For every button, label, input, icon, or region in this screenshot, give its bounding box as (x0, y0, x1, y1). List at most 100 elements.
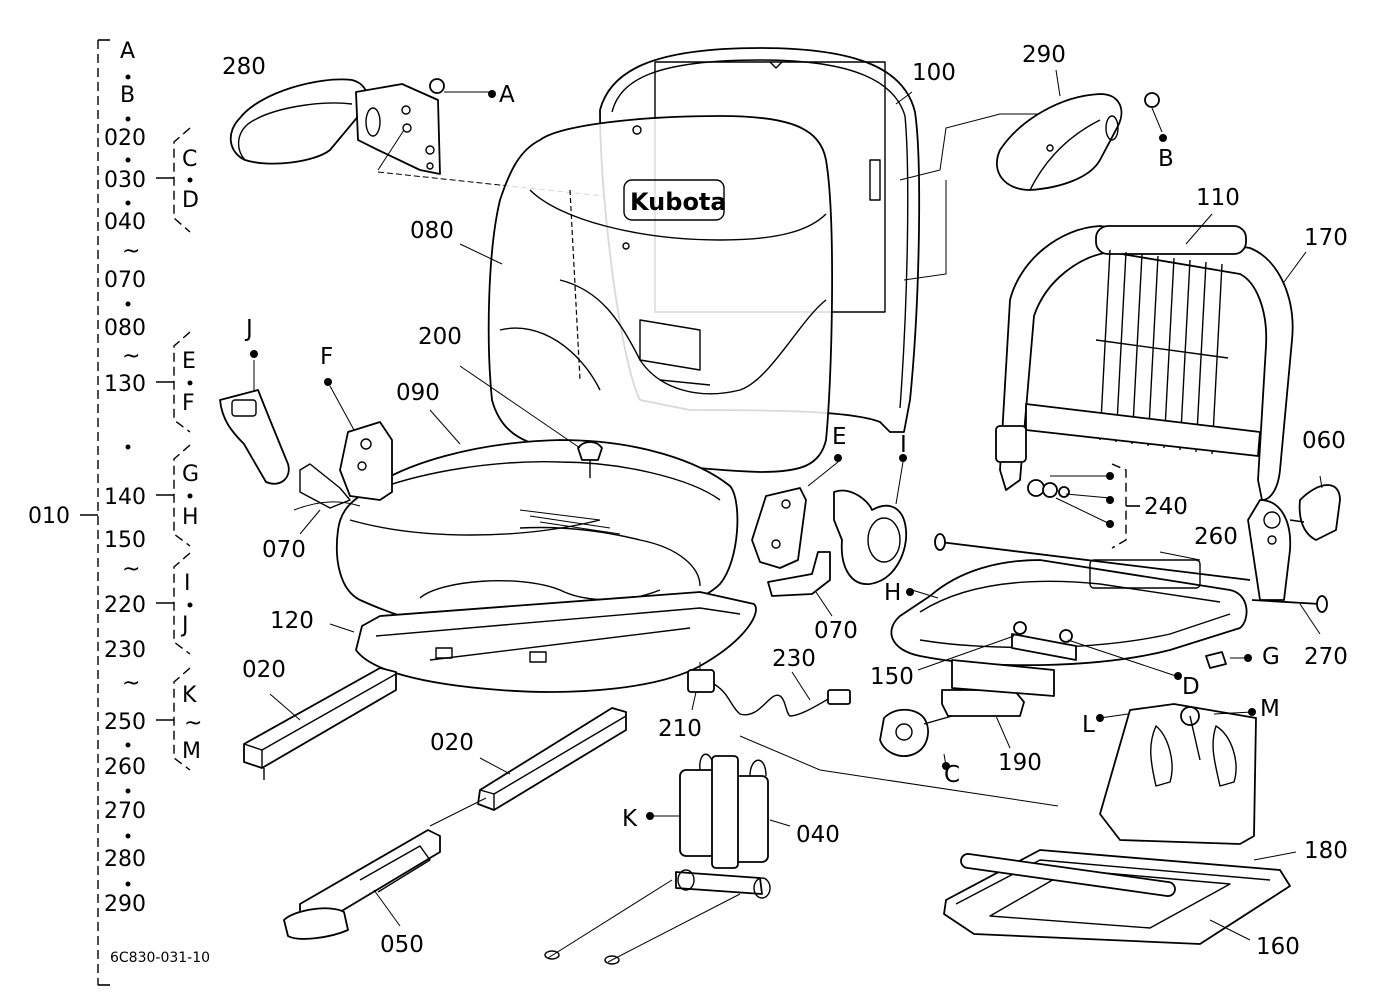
callout-040: 040 (796, 822, 840, 848)
callout-110: 110 (1196, 185, 1240, 211)
backrest-cushion: Kubota (487, 115, 833, 473)
index-item-280: 280 (104, 847, 146, 872)
svg-text:E: E (182, 349, 196, 374)
index-item-040: 040 (104, 210, 146, 235)
bracket-250: K ~ M (156, 667, 202, 771)
tension-hardware (1027, 463, 1140, 549)
svg-text:~: ~ (184, 711, 202, 736)
letter-callouts: A B C D E F G H I J K L M (244, 82, 1280, 832)
wire-070-left (293, 501, 361, 535)
callout-070-left: 070 (262, 537, 306, 563)
callout-020-lower: 020 (430, 730, 474, 756)
bracket-E (751, 454, 842, 569)
callout-060: 060 (1302, 428, 1346, 454)
index-item-030: 030 (104, 168, 146, 193)
index-tilde: ~ (122, 239, 140, 264)
callout-170: 170 (1304, 225, 1348, 251)
svg-text:G: G (182, 462, 199, 487)
index-item-020: 020 (104, 126, 146, 151)
back-frame (995, 225, 1341, 601)
callout-120: 120 (270, 608, 314, 634)
callout-230: 230 (772, 646, 816, 672)
callout-020-upper: 020 (242, 657, 286, 683)
slide-rail-lower (477, 707, 627, 811)
callout-100: 100 (912, 60, 956, 86)
callout-190: 190 (998, 750, 1042, 776)
adjuster-rod (1011, 621, 1182, 680)
index-item-070: 070 (104, 268, 146, 293)
bracket-F (299, 378, 393, 509)
callout-150: 150 (870, 664, 914, 690)
svg-text:C: C (182, 147, 197, 172)
callout-160: 160 (1256, 934, 1300, 960)
seat-pan (329, 591, 757, 693)
index-item-290: 290 (104, 892, 146, 917)
index-item-260: 260 (104, 755, 146, 780)
letter-G: G (1262, 644, 1280, 670)
index-item-130: 130 (104, 372, 146, 397)
index-item-140: 140 (104, 485, 146, 510)
index-item-B: B (120, 83, 135, 108)
drawing-code: 6C830-031-10 (110, 950, 210, 966)
callout-070-right: 070 (814, 618, 858, 644)
letter-B: B (1158, 146, 1174, 172)
svg-text:F: F (182, 391, 195, 416)
svg-text:M: M (182, 739, 201, 764)
index-group-label: 010 (28, 504, 70, 529)
callout-050: 050 (380, 932, 424, 958)
bracket-070-right (767, 551, 831, 597)
index-item-A: A (120, 39, 135, 64)
seatbelt-buckle-J (219, 350, 290, 485)
armrest-left (229, 78, 641, 201)
index-column: 010 A B 020 030 040 ~ 070 080 ~ 130 140 … (28, 39, 202, 986)
callout-260: 260 (1194, 524, 1238, 550)
letter-H: H (884, 580, 901, 606)
index-item-080: 080 (104, 316, 146, 341)
letter-M: M (1260, 696, 1280, 722)
index-item-150: 150 (104, 528, 146, 553)
letter-A: A (499, 82, 515, 108)
letter-K: K (622, 806, 638, 832)
callout-210: 210 (658, 716, 702, 742)
callout-090: 090 (396, 380, 440, 406)
index-tilde: ~ (122, 344, 140, 369)
armrest-right (995, 92, 1167, 191)
index-item-250: 250 (104, 710, 146, 735)
kubota-logo: Kubota (630, 188, 727, 216)
index-item-270: 270 (104, 799, 146, 824)
letter-I: I (900, 432, 907, 458)
callout-290: 290 (1022, 42, 1066, 68)
callouts: 280 100 290 080 110 170 200 090 070 070 … (222, 42, 1348, 960)
switch-harness (687, 662, 851, 717)
letter-J: J (244, 316, 253, 342)
spring-assembly (544, 735, 1059, 965)
letter-C: C (944, 762, 960, 788)
seat-frame (890, 533, 1328, 667)
letter-E: E (832, 424, 847, 450)
letter-D: D (1182, 674, 1200, 700)
bolt-G (1205, 651, 1252, 669)
slide-rail-upper (243, 667, 397, 780)
index-item-230: 230 (104, 638, 146, 663)
bracket-030: C D (156, 127, 199, 233)
svg-text:J: J (180, 613, 189, 638)
svg-text:H: H (182, 505, 199, 530)
slide-handle (283, 797, 487, 940)
callout-180: 180 (1304, 838, 1348, 864)
callout-080: 080 (410, 218, 454, 244)
bracket-130: E F (156, 331, 196, 433)
suspension-base (943, 703, 1297, 945)
index-tilde: ~ (122, 557, 140, 582)
svg-text:D: D (182, 188, 199, 213)
letter-L: L (1082, 712, 1095, 738)
bracket-140: G H (156, 444, 199, 547)
index-tilde: ~ (122, 671, 140, 696)
bracket-220: I J (156, 552, 193, 655)
weight-knob (879, 659, 1055, 770)
callout-240: 240 (1144, 494, 1188, 520)
callout-270: 270 (1304, 644, 1348, 670)
seatbelt-retractor-I (833, 454, 908, 585)
index-item-220: 220 (104, 593, 146, 618)
callout-200: 200 (418, 324, 462, 350)
